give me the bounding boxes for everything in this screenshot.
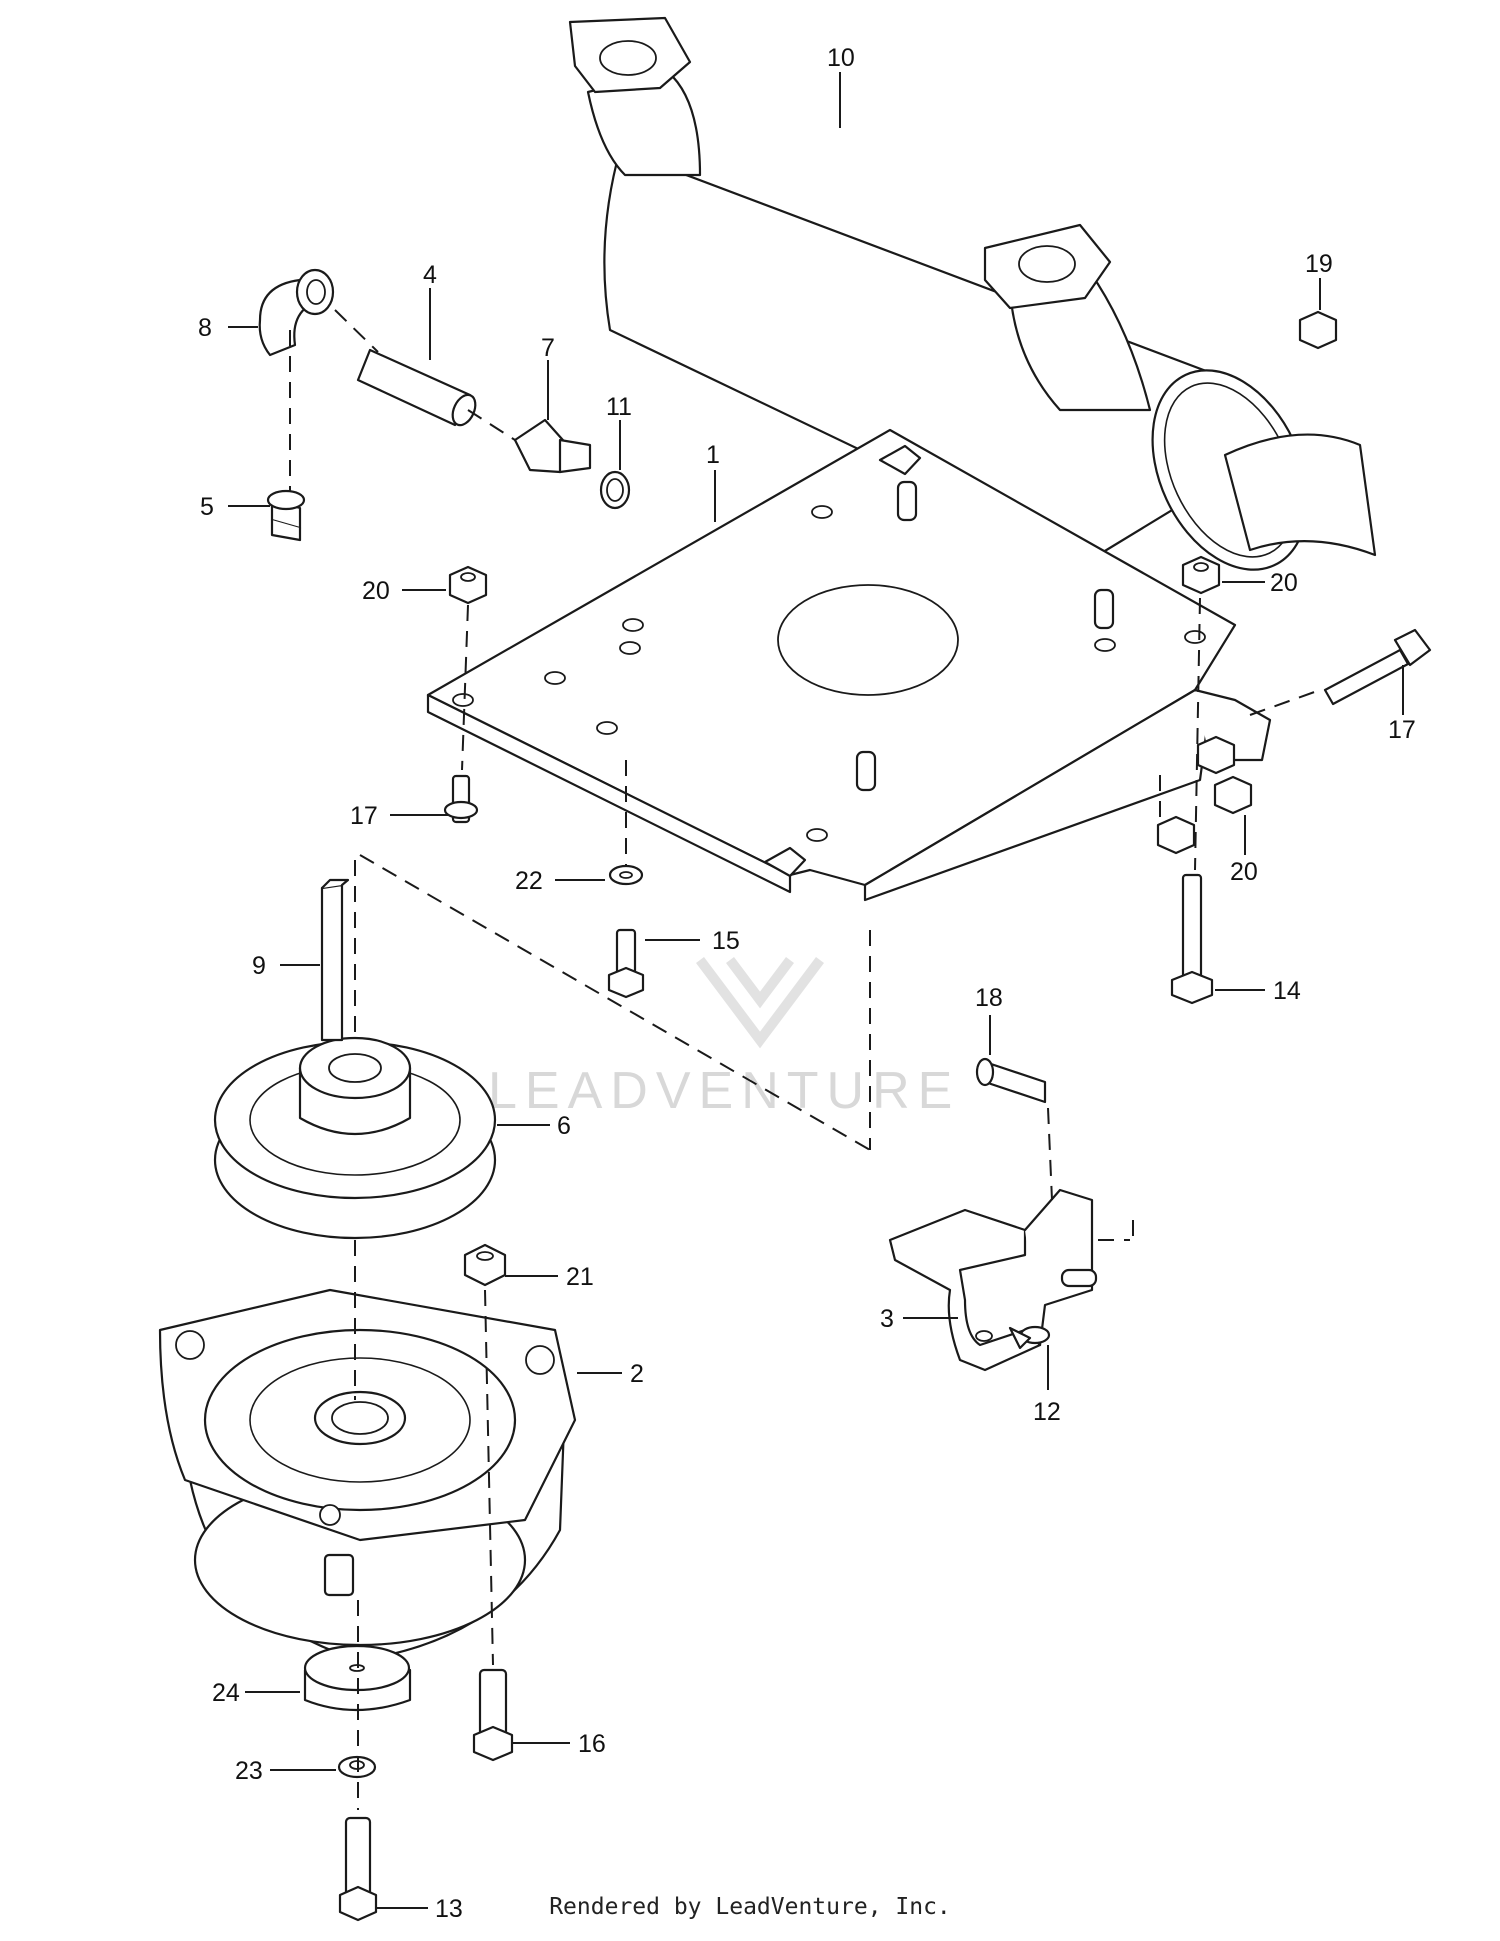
- callout-4: 4: [423, 261, 437, 289]
- nut-20-right-part: [1181, 555, 1221, 595]
- bolt-14-part: [1170, 873, 1214, 1005]
- plug-5-part: [266, 489, 306, 542]
- clutch-part: [158, 1288, 577, 1662]
- nut-19-part: [1298, 310, 1338, 350]
- callout-12: 12: [1033, 1398, 1061, 1426]
- footer-credit: Rendered by LeadVenture, Inc.: [549, 1894, 951, 1920]
- bolt-18-part: [975, 1057, 1047, 1104]
- callout-16: 16: [578, 1730, 606, 1758]
- screw-12-part: [1008, 1325, 1051, 1350]
- callout-2: 2: [630, 1360, 644, 1388]
- callout-10: 10: [827, 44, 855, 72]
- watermark: LEADVENTURE: [488, 957, 960, 1120]
- fitting-7-part: [513, 418, 592, 474]
- callout-3: 3: [880, 1305, 894, 1333]
- callout-18: 18: [975, 984, 1003, 1012]
- callout-20-lower: 20: [1230, 858, 1258, 886]
- callout-19: 19: [1305, 250, 1333, 278]
- callout-22: 22: [515, 867, 543, 895]
- callout-20-left: 20: [362, 577, 390, 605]
- elbow-8-part: [258, 268, 335, 357]
- callout-6: 6: [557, 1112, 571, 1140]
- muffler-part: [568, 16, 1377, 571]
- mounting-plate-part: [426, 428, 1272, 902]
- oring-11-part: [599, 470, 631, 510]
- callout-7: 7: [541, 334, 555, 362]
- callout-1: 1: [706, 441, 720, 469]
- callout-5: 5: [200, 493, 214, 521]
- callout-13: 13: [435, 1895, 463, 1923]
- bolt-17-bottom-part: [443, 774, 479, 824]
- callout-14: 14: [1273, 977, 1301, 1005]
- callout-15: 15: [712, 927, 740, 955]
- nipple-4-part: [356, 348, 477, 427]
- callout-24: 24: [212, 1679, 240, 1707]
- callout-labels: 10 1 4 7 11 8 5 19 20 20 17 17 22 15 14 …: [198, 44, 1416, 1923]
- callout-23: 23: [235, 1757, 263, 1785]
- bolt-17-top-part: [1323, 628, 1432, 706]
- callout-21: 21: [566, 1263, 594, 1291]
- nut-20-mid-part: [1156, 735, 1236, 855]
- callout-17-bottom: 17: [350, 802, 378, 830]
- bolt-15-part: [607, 928, 645, 999]
- washer-22-part: [608, 864, 644, 886]
- nut-21-part: [463, 1243, 507, 1287]
- alignment-lines: [289, 309, 1321, 1810]
- key-part: [320, 878, 350, 1042]
- callout-9: 9: [252, 952, 266, 980]
- bolt-16-part: [472, 1668, 514, 1762]
- pulley-part: [213, 1036, 497, 1240]
- callout-8: 8: [198, 314, 212, 342]
- bracket-part: [888, 1188, 1098, 1372]
- callout-17-top: 17: [1388, 716, 1416, 744]
- callout-20-right: 20: [1270, 569, 1298, 597]
- callout-11: 11: [606, 393, 632, 421]
- nut-20-lower-part: [1213, 775, 1253, 815]
- nut-20-left-part: [448, 565, 488, 605]
- watermark-text: LEADVENTURE: [488, 1062, 960, 1120]
- bolt-13-part: [338, 1816, 378, 1922]
- leader-lines: [228, 72, 1404, 1909]
